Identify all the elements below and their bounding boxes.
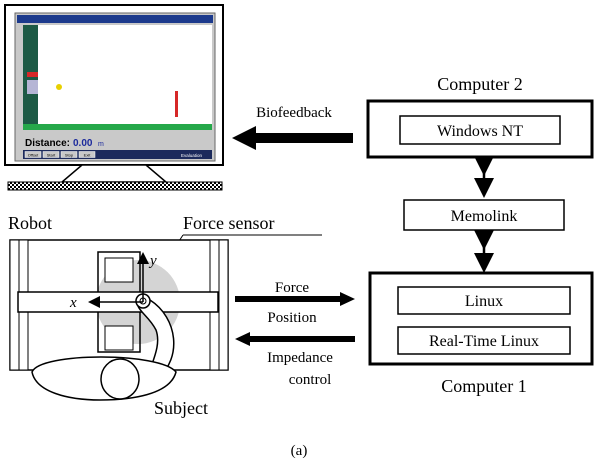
linux-label: Linux (465, 293, 503, 310)
windows-nt-box (399, 115, 561, 145)
signal-arrows: Force Position Impedance control (235, 280, 355, 388)
monitor: Distance: 0.00 m Offset Start Stop Exit Eva… (4, 4, 224, 191)
biofeedback-label: Biofeedback (256, 105, 332, 121)
monitor-button-exit[interactable] (78, 151, 96, 158)
carriage-top-block (104, 257, 134, 283)
windows-nt-label: Windows NT (437, 123, 523, 140)
monitor-button-label: Start (47, 152, 56, 157)
left-bar-marker-2 (27, 80, 38, 94)
target-dot (56, 84, 62, 90)
force-sensor-label: Force sensor (183, 213, 274, 233)
memolink: Memolink (403, 156, 565, 273)
carriage-bottom-block (104, 325, 134, 351)
linux-box (397, 286, 571, 315)
monitor-button-start[interactable] (42, 151, 60, 158)
distance-label: Distance: (25, 138, 70, 149)
computer-1-title: Computer 1 (441, 376, 527, 396)
distance-value: 0.00 (73, 138, 93, 149)
left-bar-marker (27, 72, 38, 77)
memolink-box (403, 199, 565, 231)
monitor-base (7, 181, 223, 191)
screen (23, 25, 212, 129)
monitor-button-label: Offset (28, 152, 39, 157)
control-label: control (289, 372, 332, 388)
biofeedback-arrow-group: Biofeedback (232, 105, 353, 150)
subject-label: Subject (154, 398, 208, 418)
computer-2-title: Computer 2 (437, 74, 523, 94)
memolink-label: Memolink (451, 208, 518, 225)
impedance-arrow (235, 332, 355, 346)
monitor-stand (59, 164, 169, 183)
green-strip (23, 124, 212, 130)
robot-title: Robot (8, 213, 52, 233)
subject-head (100, 358, 140, 400)
red-goal-marker (175, 91, 178, 117)
evaluation-label: Evaluation (181, 153, 203, 158)
status-area (23, 130, 212, 150)
position-label: Position (267, 310, 317, 326)
biofeedback-arrow (232, 126, 353, 150)
axis-x-label: x (69, 295, 77, 311)
monitor-button-stop[interactable] (60, 151, 78, 158)
monitor-buttons: Offset Start Stop Exit (24, 151, 96, 158)
force-label: Force (275, 280, 309, 296)
monitor-button-label: Stop (65, 152, 74, 157)
rt-linux-label: Real-Time Linux (429, 333, 539, 350)
force-position-arrow (235, 292, 355, 306)
impedance-label: Impedance (267, 350, 333, 366)
computer-2: Computer 2 Windows NT (366, 74, 594, 159)
monitor-title-bar (17, 15, 213, 23)
axis-y-label: y (148, 253, 157, 269)
robot: Robot Force sensor (8, 213, 322, 418)
status-bar (23, 150, 212, 159)
rt-linux-box (397, 326, 571, 355)
distance-unit: m (98, 141, 104, 148)
figure-caption: (a) (291, 443, 308, 459)
computer-1: Linux Real-Time Linux Computer 1 (368, 271, 594, 396)
monitor-button-label: Exit (84, 152, 92, 157)
monitor-button-offset[interactable] (24, 151, 42, 158)
